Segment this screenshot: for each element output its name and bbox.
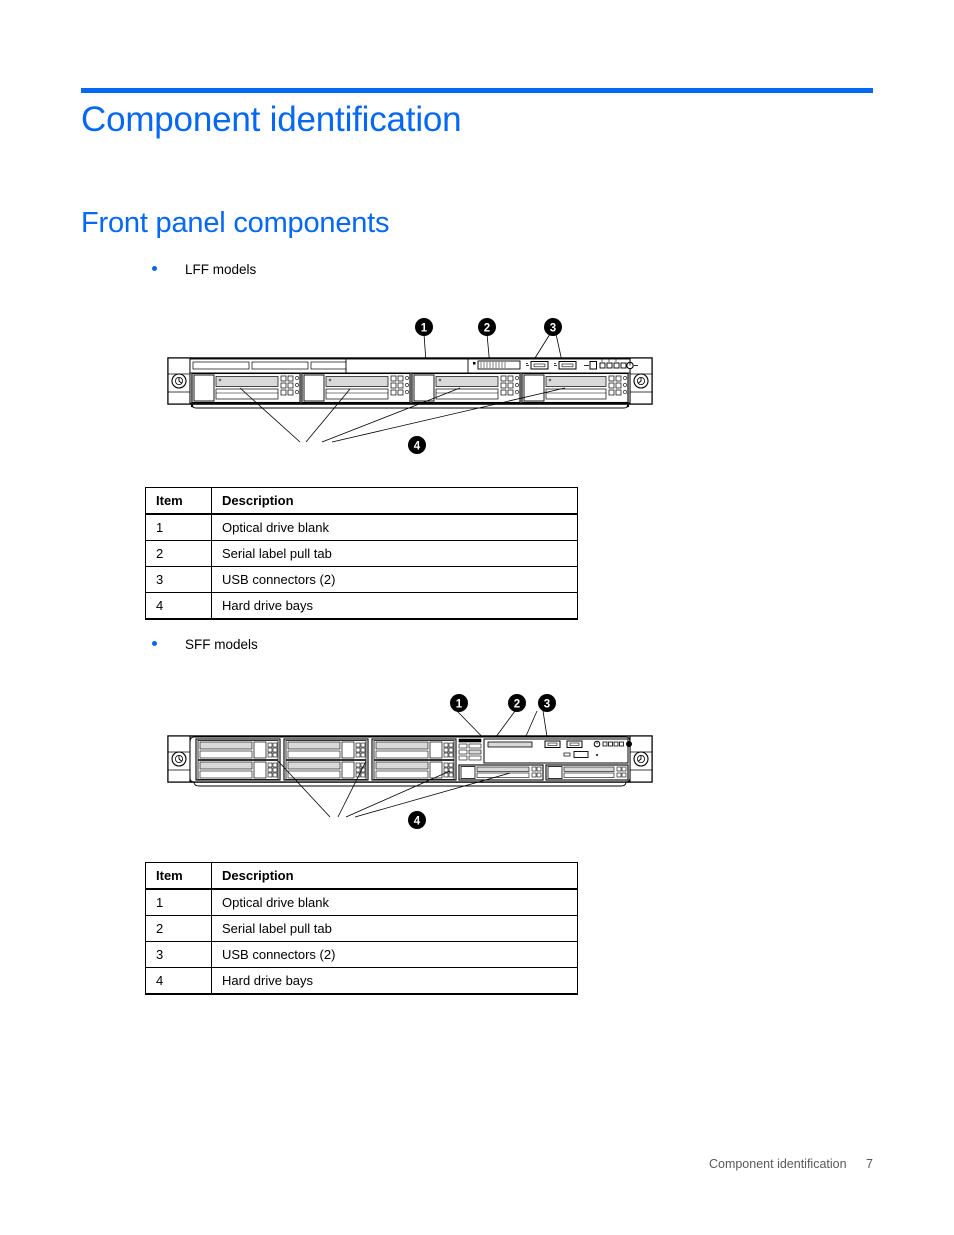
svg-text:1: 1	[456, 699, 463, 711]
cell-description: Hard drive bays	[211, 967, 578, 995]
cell-description: Optical drive blank	[211, 888, 578, 916]
svg-text:4: 4	[414, 441, 421, 453]
table-header-row: Item Description	[145, 487, 578, 515]
table-row: 4 Hard drive bays	[145, 592, 578, 620]
cell-description: USB connectors (2)	[211, 941, 578, 968]
section-heading: Front panel components	[81, 207, 390, 239]
table-header-item: Item	[145, 862, 212, 890]
svg-text:2: 2	[514, 699, 520, 711]
svg-text:1: 1	[421, 323, 428, 335]
callout-badge-group: 1 2 3 4	[408, 318, 562, 454]
footer-chapter: Component identification	[708, 1157, 847, 1171]
cell-description: Serial label pull tab	[211, 915, 578, 942]
callout-badge-group: 1 2 3 4	[408, 694, 556, 829]
table-header-item: Item	[145, 487, 212, 515]
sff-front-panel-figure: 1 2 3 4	[160, 693, 660, 838]
page-footer: Component identification 7	[709, 1157, 873, 1171]
table-row: 1 Optical drive blank	[145, 888, 578, 916]
table-header-row: Item Description	[145, 862, 578, 890]
cell-description: Optical drive blank	[211, 513, 578, 541]
list-item-label: SFF models	[185, 637, 258, 652]
cell-description: Hard drive bays	[211, 592, 578, 620]
svg-text:2: 2	[484, 323, 490, 335]
cell-description: Serial label pull tab	[211, 540, 578, 567]
lff-front-panel-figure: 1 2 3 4	[160, 318, 660, 463]
table-row: 3 USB connectors (2)	[145, 941, 578, 968]
svg-text:3: 3	[550, 323, 556, 335]
table-header-description: Description	[211, 487, 578, 515]
page-title: Component identification	[81, 100, 462, 139]
table-row: 4 Hard drive bays	[145, 967, 578, 995]
svg-text:4: 4	[414, 816, 421, 828]
table-header-description: Description	[211, 862, 578, 890]
list-item-sff: SFF models	[152, 637, 258, 652]
bullet-dot-icon	[152, 641, 157, 646]
cell-item: 1	[145, 513, 212, 541]
table-row: 3 USB connectors (2)	[145, 566, 578, 593]
cell-item: 2	[145, 915, 212, 942]
table-row: 1 Optical drive blank	[145, 513, 578, 541]
cell-description: USB connectors (2)	[211, 566, 578, 593]
svg-text:3: 3	[544, 699, 550, 711]
cell-item: 4	[145, 967, 212, 995]
cell-item: 3	[145, 566, 212, 593]
table-row: 2 Serial label pull tab	[145, 915, 578, 942]
cell-item: 3	[145, 941, 212, 968]
sff-component-table: Item Description 1 Optical drive blank 2…	[145, 862, 578, 995]
list-item-lff: LFF models	[152, 262, 256, 277]
list-item-label: LFF models	[185, 262, 257, 277]
cell-item: 4	[145, 592, 212, 620]
header-rule	[81, 88, 873, 93]
table-row: 2 Serial label pull tab	[145, 540, 578, 567]
cell-item: 2	[145, 540, 212, 567]
bullet-dot-icon	[152, 266, 157, 271]
lff-component-table: Item Description 1 Optical drive blank 2…	[145, 487, 578, 620]
footer-page-number: 7	[866, 1157, 873, 1171]
cell-item: 1	[145, 888, 212, 916]
